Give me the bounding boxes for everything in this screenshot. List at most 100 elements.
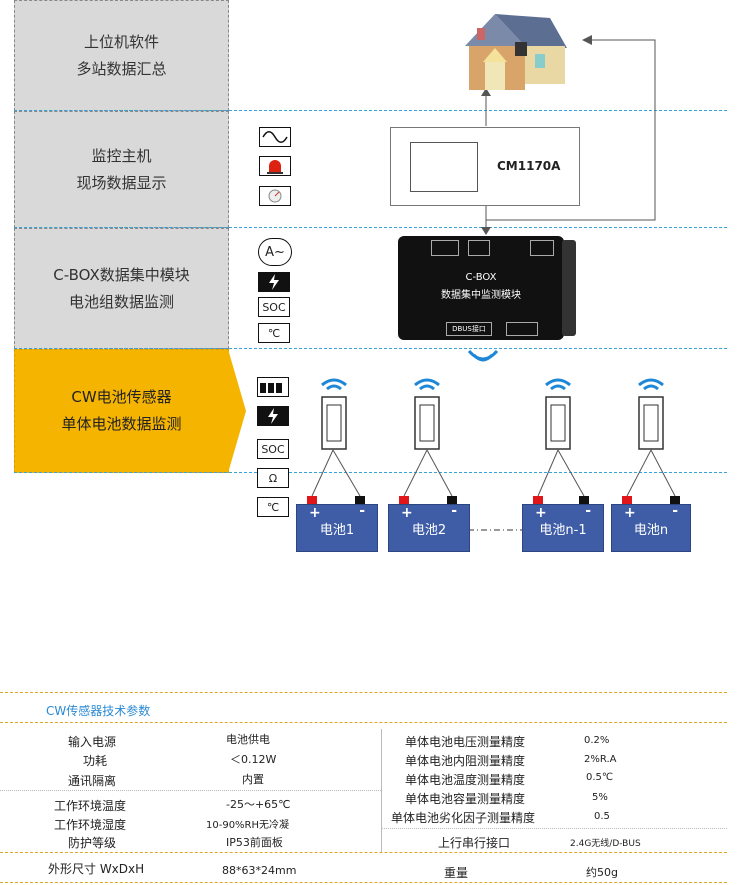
- waveform-icon: [259, 127, 291, 147]
- minus-sign: -: [451, 503, 457, 519]
- spec-value: 约50g: [586, 866, 618, 879]
- cbox-side-plate: [562, 240, 576, 336]
- spec-name: 功耗: [83, 754, 108, 768]
- layer-title: 监控主机: [91, 146, 152, 165]
- spec-name: 单体电池内阻测量精度: [405, 754, 526, 768]
- layer-divider: [14, 110, 727, 111]
- lightning-icon: [258, 272, 290, 292]
- battery-negative-terminal: [355, 496, 365, 504]
- battery-negative-terminal: [579, 496, 589, 504]
- temperature-icon: ℃: [257, 497, 289, 517]
- plus-sign: +: [401, 505, 413, 521]
- layer-subtitle: 多站数据汇总: [76, 59, 167, 78]
- spec-value: 0.5℃: [586, 772, 614, 783]
- cw-sensor-n: [638, 378, 664, 450]
- spec-divider: [0, 882, 727, 883]
- cbox-module: C-BOX 数据集中监测模块 DBUS接口: [398, 236, 564, 340]
- spec-divider: [0, 790, 381, 791]
- cbox-title: C-BOX: [465, 272, 497, 283]
- spec-divider: [0, 722, 727, 723]
- spec-value: -25～+65℃: [226, 798, 291, 811]
- battery-positive-terminal: [399, 496, 409, 504]
- layer-divider: [14, 472, 727, 473]
- battery-negative-terminal: [447, 496, 457, 504]
- layer-subtitle: 单体电池数据监测: [61, 415, 182, 433]
- cbox-connector: [431, 240, 459, 256]
- minus-sign: -: [672, 503, 678, 519]
- battery-positive-terminal: [307, 496, 317, 504]
- layer-cw-sensor: CW电池传感器 单体电池数据监测: [14, 349, 229, 473]
- spec-name: 单体电池容量测量精度: [405, 792, 526, 806]
- spec-name: 外形尺寸 WxDxH: [48, 862, 145, 876]
- spec-value: 10-90%RH无冷凝: [206, 820, 290, 831]
- spec-value: IP53前面板: [226, 836, 283, 849]
- gauge-icon: [259, 186, 291, 206]
- spec-value: 0.2%: [584, 735, 610, 746]
- cbox-subtitle: 数据集中监测模块: [441, 290, 521, 301]
- layer-divider: [14, 348, 727, 349]
- monitor-host: CM1170A: [390, 127, 580, 206]
- cbox-connector: [506, 322, 538, 336]
- plus-sign: +: [309, 505, 321, 521]
- layer-monitor-host: 监控主机 现场数据显示: [14, 111, 229, 228]
- layer-cbox: C-BOX数据集中模块 电池组数据监测: [14, 228, 229, 349]
- spec-value: 0.5: [594, 811, 610, 822]
- battery-positive-terminal: [533, 496, 543, 504]
- spec-name: 输入电源: [68, 735, 117, 749]
- battery-negative-terminal: [670, 496, 680, 504]
- layer-subtitle: 现场数据显示: [76, 173, 167, 192]
- spec-value: 电池供电: [226, 733, 270, 746]
- layer-subtitle: 电池组数据监测: [68, 292, 174, 311]
- house-icon: [465, 14, 567, 90]
- battery-label: 电池n-1: [539, 522, 587, 538]
- spec-title: CW传感器技术参数: [46, 704, 151, 718]
- battery-level-icon: [257, 377, 289, 397]
- layer-title: 上位机软件: [83, 32, 159, 51]
- soc-icon: SOC: [257, 439, 289, 459]
- cw-sensor-n-1: [545, 378, 571, 450]
- monitor-model-label: CM1170A: [497, 159, 561, 173]
- cbox-connector: [530, 240, 554, 256]
- temperature-icon: ℃: [258, 323, 290, 343]
- cw-sensor-1: [321, 378, 347, 450]
- battery-2: + - 电池2: [388, 503, 470, 552]
- battery-1: + - 电池1: [296, 503, 378, 552]
- spec-divider: [0, 852, 727, 853]
- spec-name: 通讯隔离: [68, 774, 117, 788]
- cbox-dbus-port: DBUS接口: [446, 322, 492, 336]
- ammeter-icon: A~: [258, 238, 292, 266]
- minus-sign: -: [585, 503, 591, 519]
- spec-divider: [381, 828, 727, 829]
- layer-host-software: 上位机软件 多站数据汇总: [14, 0, 229, 111]
- spec-name: 单体电池劣化因子测量精度: [391, 811, 536, 825]
- soc-icon: SOC: [258, 297, 290, 317]
- spec-value: 88*63*24mm: [222, 864, 297, 877]
- connection-lines: [311, 35, 676, 531]
- spec-value: 5%: [592, 792, 608, 803]
- battery-n: + - 电池n: [611, 503, 691, 552]
- battery-n-minus-1: + - 电池n-1: [522, 503, 604, 552]
- spec-divider: [0, 692, 727, 693]
- spec-name: 单体电池温度测量精度: [405, 773, 526, 787]
- layer-title: C-BOX数据集中模块: [53, 265, 190, 284]
- resistance-icon: Ω: [257, 468, 289, 488]
- battery-label: 电池1: [319, 522, 355, 538]
- battery-positive-terminal: [622, 496, 632, 504]
- monitor-screen: [410, 142, 478, 192]
- spec-name: 重量: [444, 866, 469, 880]
- battery-label: 电池n: [633, 522, 669, 538]
- active-layer-arrow: [228, 349, 246, 473]
- lightning-icon: [257, 406, 289, 426]
- spec-column-divider: [381, 729, 382, 852]
- alarm-icon: [259, 156, 291, 176]
- cw-sensor-2: [414, 378, 440, 450]
- layer-title: CW电池传感器: [71, 388, 172, 406]
- battery-label: 电池2: [411, 522, 447, 538]
- spec-name: 上行串行接口: [438, 836, 511, 850]
- spec-value: ＜0.12W: [230, 753, 277, 766]
- layer-divider: [14, 227, 727, 228]
- minus-sign: -: [359, 503, 365, 519]
- spec-name: 工作环境温度: [54, 799, 127, 813]
- spec-value: 2.4G无线/D-BUS: [570, 839, 641, 849]
- cbox-connector: [468, 240, 490, 256]
